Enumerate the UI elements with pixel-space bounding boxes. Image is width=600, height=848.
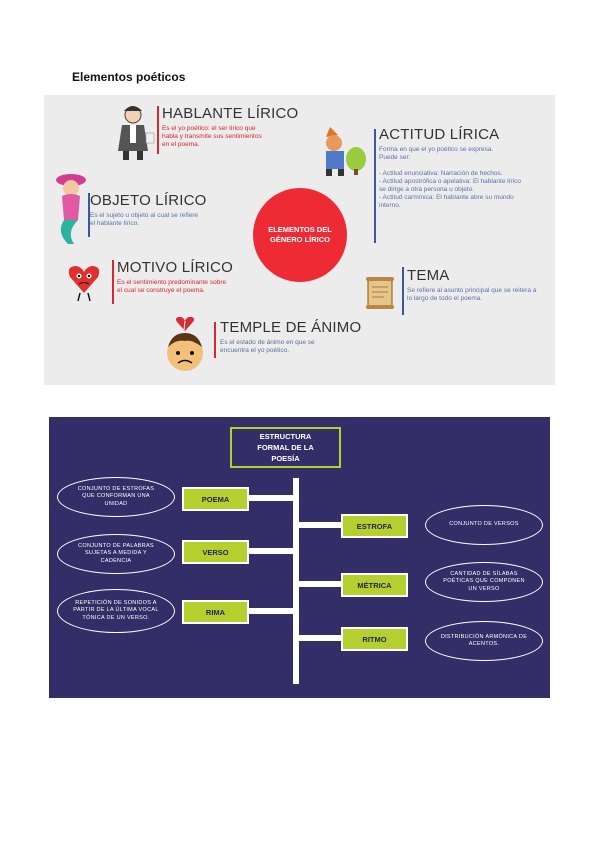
objeto-bar: [88, 193, 90, 237]
scroll-icon: [366, 277, 394, 309]
label-estrofa: ESTROFA: [341, 514, 408, 538]
trunk-line: [293, 478, 299, 684]
actitud-figure-icon: [326, 127, 366, 176]
estructura-diagram: ESTRUCTURA FORMAL DE LA POESÍA POEMA VER…: [49, 417, 550, 698]
connector-rima: [243, 608, 295, 614]
diagram-title-box: ESTRUCTURA FORMAL DE LA POESÍA: [230, 427, 341, 468]
motivo-bar: [112, 260, 114, 304]
center-circle: ELEMENTOS DEL GÉNERO LÍRICO: [253, 188, 347, 282]
center-label: ELEMENTOS DEL GÉNERO LÍRICO: [268, 225, 332, 244]
label-metrica: MÉTRICA: [341, 573, 408, 597]
temple-bar: [214, 322, 216, 358]
actitud-item-1: - Actitud enunciativa: Narración de hech…: [379, 170, 503, 177]
connector-ritmo: [298, 635, 344, 641]
label-poema: POEMA: [182, 487, 249, 511]
tema-bar: [402, 267, 404, 315]
hablante-desc: Es el yo poético: el ser lírico que habl…: [162, 125, 262, 148]
actitud-block: ACTITUD LÍRICA Forma en que el yo poétic…: [379, 126, 549, 210]
label-ritmo: RITMO: [341, 627, 408, 651]
sad-face-icon: [167, 317, 203, 371]
temple-desc: Es el estado de ánimo en que se encuentr…: [220, 339, 315, 354]
connector-poema: [243, 495, 295, 501]
objeto-figure-icon: [56, 174, 86, 244]
motivo-desc: Es el sentimiento predominante sobre el …: [117, 279, 227, 294]
objeto-block: OBJETO LÍRICO Es el sujeto u objeto al c…: [90, 192, 210, 228]
motivo-title: MOTIVO LÍRICO: [117, 259, 233, 276]
objeto-title: OBJETO LÍRICO: [90, 192, 207, 209]
tema-title: TEMA: [407, 267, 450, 284]
diagram-title: ESTRUCTURA FORMAL DE LA POESÍA: [257, 432, 314, 463]
actitud-item-3: - Actitud carmínica: El hablante abre su…: [379, 194, 514, 209]
connector-estrofa: [298, 522, 344, 528]
objeto-desc: Es el sujeto u objeto al cual se refiere…: [90, 212, 199, 227]
actitud-item-2: - Actitud apostrófica o apelativa: El ha…: [379, 178, 521, 193]
motivo-block: MOTIVO LÍRICO Es el sentimiento predomin…: [117, 259, 247, 295]
actitud-title: ACTITUD LÍRICA: [379, 126, 500, 143]
hablante-block: HABLANTE LÍRICO Es el yo poético: el ser…: [162, 105, 299, 149]
temple-title: TEMPLE DE ÁNIMO: [220, 319, 362, 336]
def-metrica: CANTIDAD DE SÍLABAS POÉTICAS QUE COMPONE…: [425, 562, 543, 602]
actitud-desc: Forma en que el yo poético se expresa. P…: [379, 146, 494, 161]
label-rima: RIMA: [182, 600, 249, 624]
hablante-title: HABLANTE LÍRICO: [162, 105, 299, 122]
def-verso: CONJUNTO DE PALABRAS SUJETAS A MEDIDA Y …: [57, 534, 175, 574]
elementos-infographic: ELEMENTOS DEL GÉNERO LÍRICO HABLANTE LÍR…: [44, 95, 555, 385]
heart-icon: [68, 266, 100, 302]
temple-block: TEMPLE DE ÁNIMO Es el estado de ánimo en…: [220, 319, 380, 355]
page-heading: Elementos poéticos: [72, 70, 186, 84]
def-estrofa: CONJUNTO DE VERSOS: [425, 505, 543, 545]
def-ritmo: DISTRIBUCIÓN ARMÓNICA DE ACENTOS.: [425, 621, 543, 661]
actitud-bar: [374, 129, 376, 243]
hablante-figure-icon: [118, 106, 155, 160]
connector-verso: [243, 548, 295, 554]
tema-desc: Se refiere al asunto principal que se re…: [407, 287, 537, 302]
def-rima: REPETICIÓN DE SONIDOS A PARTIR DE LA ÚLT…: [57, 589, 175, 633]
def-poema: CONJUNTO DE ESTROFAS QUE CONFORMAN UNA U…: [57, 477, 175, 517]
hablante-bar: [157, 106, 159, 154]
connector-metrica: [298, 581, 344, 587]
label-verso: VERSO: [182, 540, 249, 564]
tema-block: TEMA Se refiere al asunto principal que …: [407, 267, 547, 303]
